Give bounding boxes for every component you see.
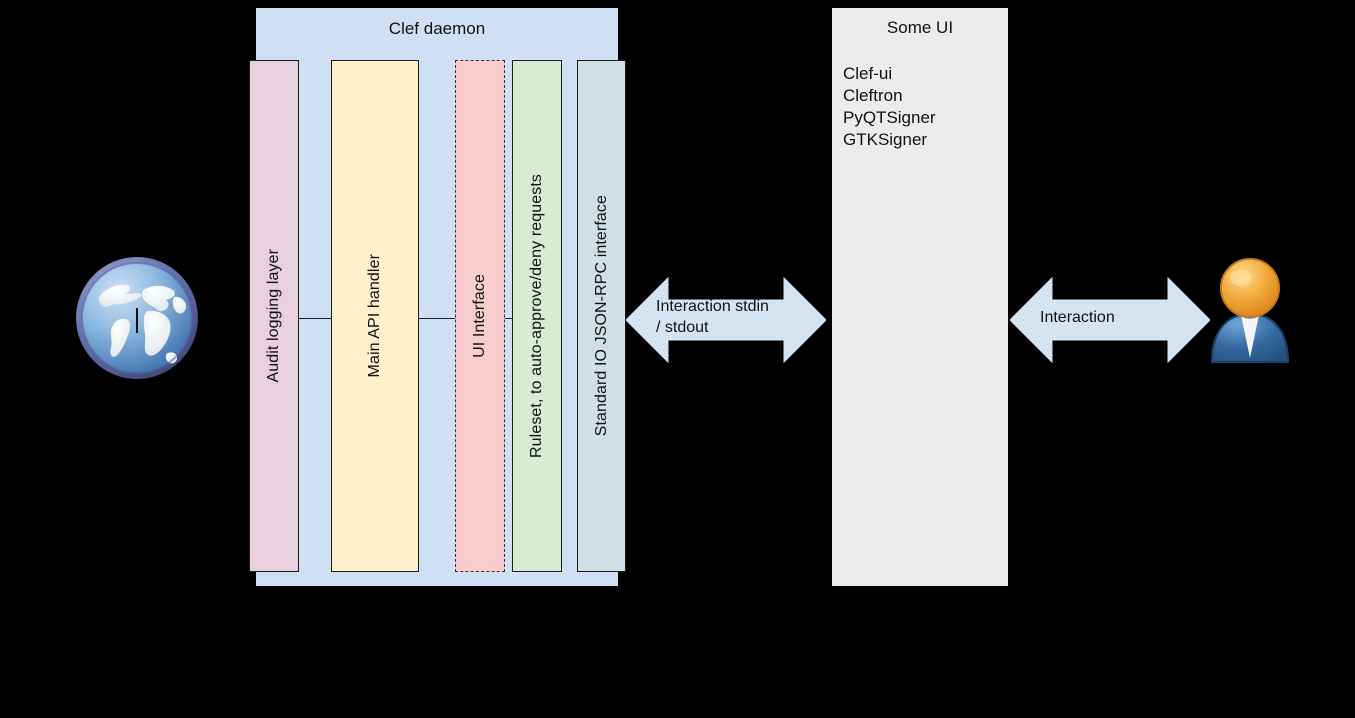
audit-logging-layer-box[interactable]: Audit logging layer <box>249 60 299 572</box>
connector-line-ui-ruleset <box>504 318 513 319</box>
audit-logging-layer-label: Audit logging layer <box>265 249 282 383</box>
main-api-handler-label: Main API handler <box>366 254 383 378</box>
connector-line-api-ui <box>418 318 456 319</box>
ui-interface-label: UI Interface <box>471 274 488 358</box>
standard-io-json-rpc-label: Standard IO JSON-RPC interface <box>592 195 610 437</box>
ui-interface-box[interactable]: UI Interface <box>455 60 505 572</box>
clef-daemon-container <box>256 8 618 586</box>
stdio-arrow <box>626 274 826 366</box>
list-item: Cleftron <box>843 86 903 105</box>
list-item: GTKSigner <box>843 130 928 149</box>
some-ui-list: Clef-ui Cleftron PyQTSigner GTKSigner <box>843 63 1003 151</box>
globe-icon <box>72 253 202 383</box>
list-item: Clef-ui <box>843 64 893 83</box>
ruleset-label: Ruleset, to auto-approve/deny requests <box>528 174 545 458</box>
user-icon <box>1204 254 1296 364</box>
interaction-arrow <box>1010 274 1210 366</box>
ruleset-box[interactable]: Ruleset, to auto-approve/deny requests <box>512 60 562 572</box>
list-item: PyQTSigner <box>843 108 936 127</box>
clef-daemon-title: Clef daemon <box>388 19 486 38</box>
main-api-handler-box[interactable]: Main API handler <box>331 60 419 572</box>
connector-line-audit-api <box>298 318 332 319</box>
some-ui-title: Some UI <box>886 18 954 37</box>
standard-io-json-rpc-box[interactable]: Standard IO JSON-RPC interface <box>577 60 626 572</box>
some-ui-container <box>832 8 1008 586</box>
